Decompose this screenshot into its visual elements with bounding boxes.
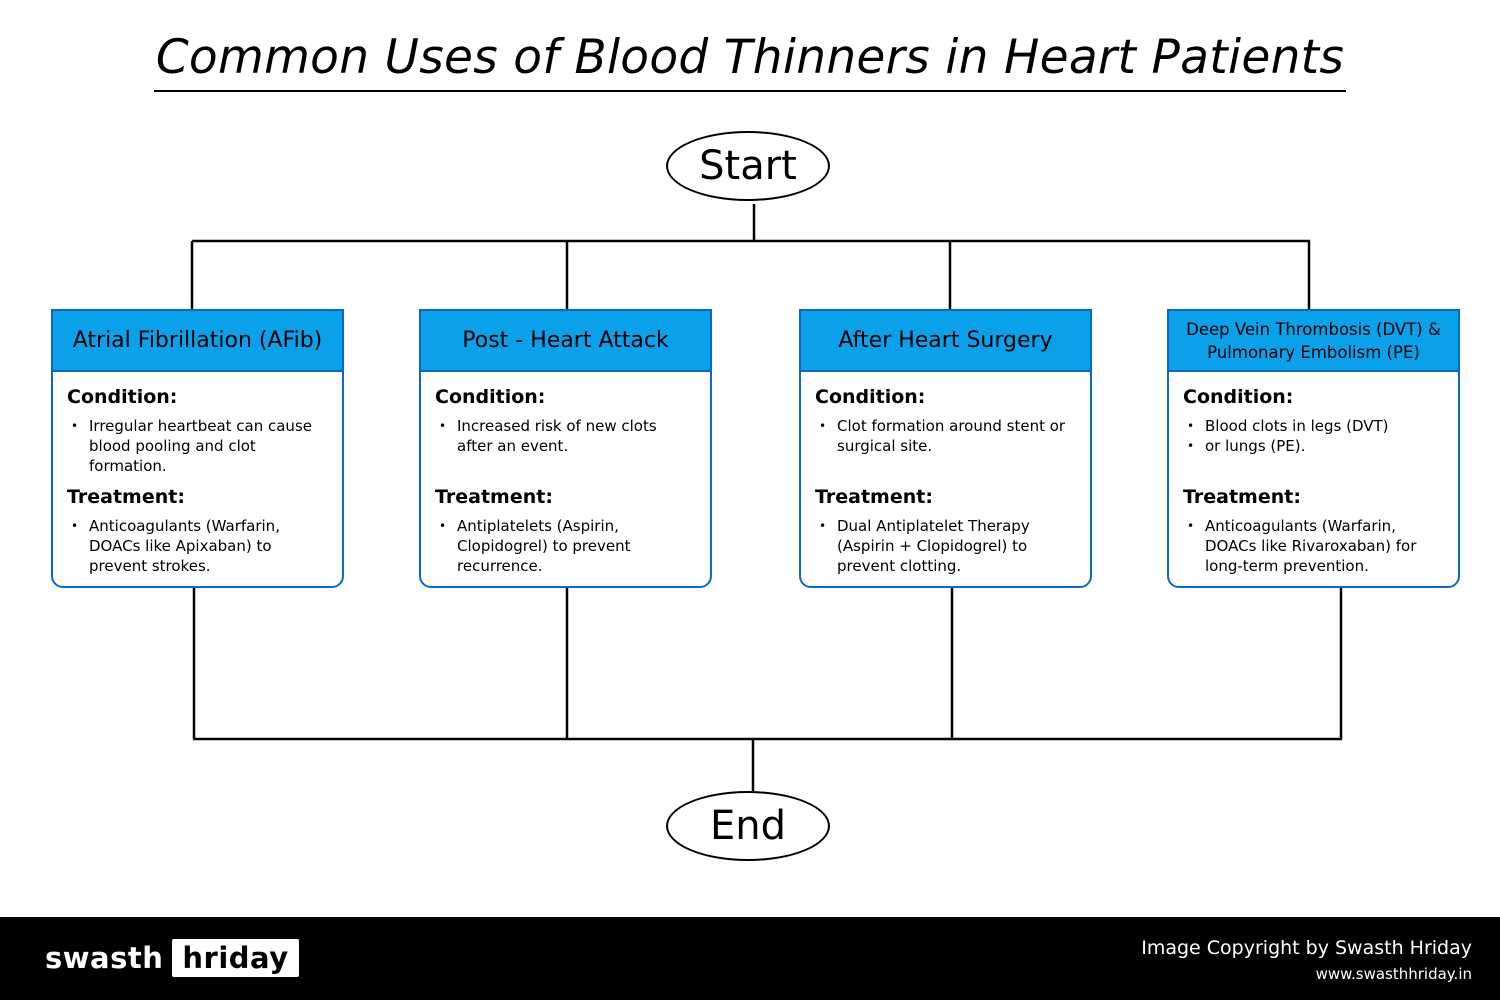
copyright-text: Image Copyright by Swasth Hriday xyxy=(1141,937,1472,959)
treatment-item: Anticoagulants (Warfarin, DOACs like Api… xyxy=(71,516,328,576)
condition-list: Irregular heartbeat can cause blood pool… xyxy=(67,416,328,476)
card-dvt-pe: Deep Vein Thrombosis (DVT) & Pulmonary E… xyxy=(1167,309,1460,588)
condition-list: Blood clots in legs (DVT) or lungs (PE). xyxy=(1183,416,1444,456)
end-node: End xyxy=(666,791,830,861)
brand-logo[interactable]: swasth hriday xyxy=(45,939,299,977)
copyright-block: Image Copyright by Swasth Hriday www.swa… xyxy=(1141,937,1472,983)
card-after-heart-surgery: After Heart Surgery Condition: Clot form… xyxy=(799,309,1092,588)
card-afib: Atrial Fibrillation (AFib) Condition: Ir… xyxy=(51,309,344,588)
condition-title: Condition: xyxy=(1183,386,1294,408)
treatment-item: Antiplatelets (Aspirin, Clopidogrel) to … xyxy=(439,516,696,576)
treatment-item: Anticoagulants (Warfarin, DOACs like Riv… xyxy=(1187,516,1444,576)
end-label: End xyxy=(709,803,786,849)
card-heading: Post - Heart Attack xyxy=(421,311,710,372)
website-link[interactable]: www.swasthhriday.in xyxy=(1315,965,1472,983)
treatment-list: Anticoagulants (Warfarin, DOACs like Api… xyxy=(67,516,328,576)
condition-item: or lungs (PE). xyxy=(1187,436,1444,456)
condition-list: Increased risk of new clots after an eve… xyxy=(435,416,696,456)
condition-item: Irregular heartbeat can cause blood pool… xyxy=(71,416,328,476)
condition-title: Condition: xyxy=(815,386,926,408)
condition-title: Condition: xyxy=(67,386,178,408)
treatment-list: Dual Antiplatelet Therapy (Aspirin + Clo… xyxy=(815,516,1076,576)
card-heading: After Heart Surgery xyxy=(801,311,1090,372)
condition-item: Blood clots in legs (DVT) xyxy=(1187,416,1444,436)
diagram-title: Common Uses of Blood Thinners in Heart P… xyxy=(0,28,1500,92)
logo-text-swasth: swasth xyxy=(45,941,164,975)
card-post-heart-attack: Post - Heart Attack Condition: Increased… xyxy=(419,309,712,588)
treatment-list: Anticoagulants (Warfarin, DOACs like Riv… xyxy=(1183,516,1444,576)
start-node: Start xyxy=(666,131,830,201)
card-heading: Deep Vein Thrombosis (DVT) & Pulmonary E… xyxy=(1169,311,1458,372)
condition-item: Increased risk of new clots after an eve… xyxy=(439,416,696,456)
condition-list: Clot formation around stent or surgical … xyxy=(815,416,1076,456)
treatment-title: Treatment: xyxy=(1183,486,1301,508)
footer-bar: swasth hriday Image Copyright by Swasth … xyxy=(0,917,1500,1000)
logo-text-hriday: hriday xyxy=(172,939,299,977)
condition-item: Clot formation around stent or surgical … xyxy=(819,416,1076,456)
treatment-list: Antiplatelets (Aspirin, Clopidogrel) to … xyxy=(435,516,696,576)
condition-title: Condition: xyxy=(435,386,546,408)
treatment-title: Treatment: xyxy=(435,486,553,508)
treatment-item: Dual Antiplatelet Therapy (Aspirin + Clo… xyxy=(819,516,1076,576)
treatment-title: Treatment: xyxy=(67,486,185,508)
treatment-title: Treatment: xyxy=(815,486,933,508)
start-label: Start xyxy=(699,143,797,189)
card-heading: Atrial Fibrillation (AFib) xyxy=(53,311,342,372)
